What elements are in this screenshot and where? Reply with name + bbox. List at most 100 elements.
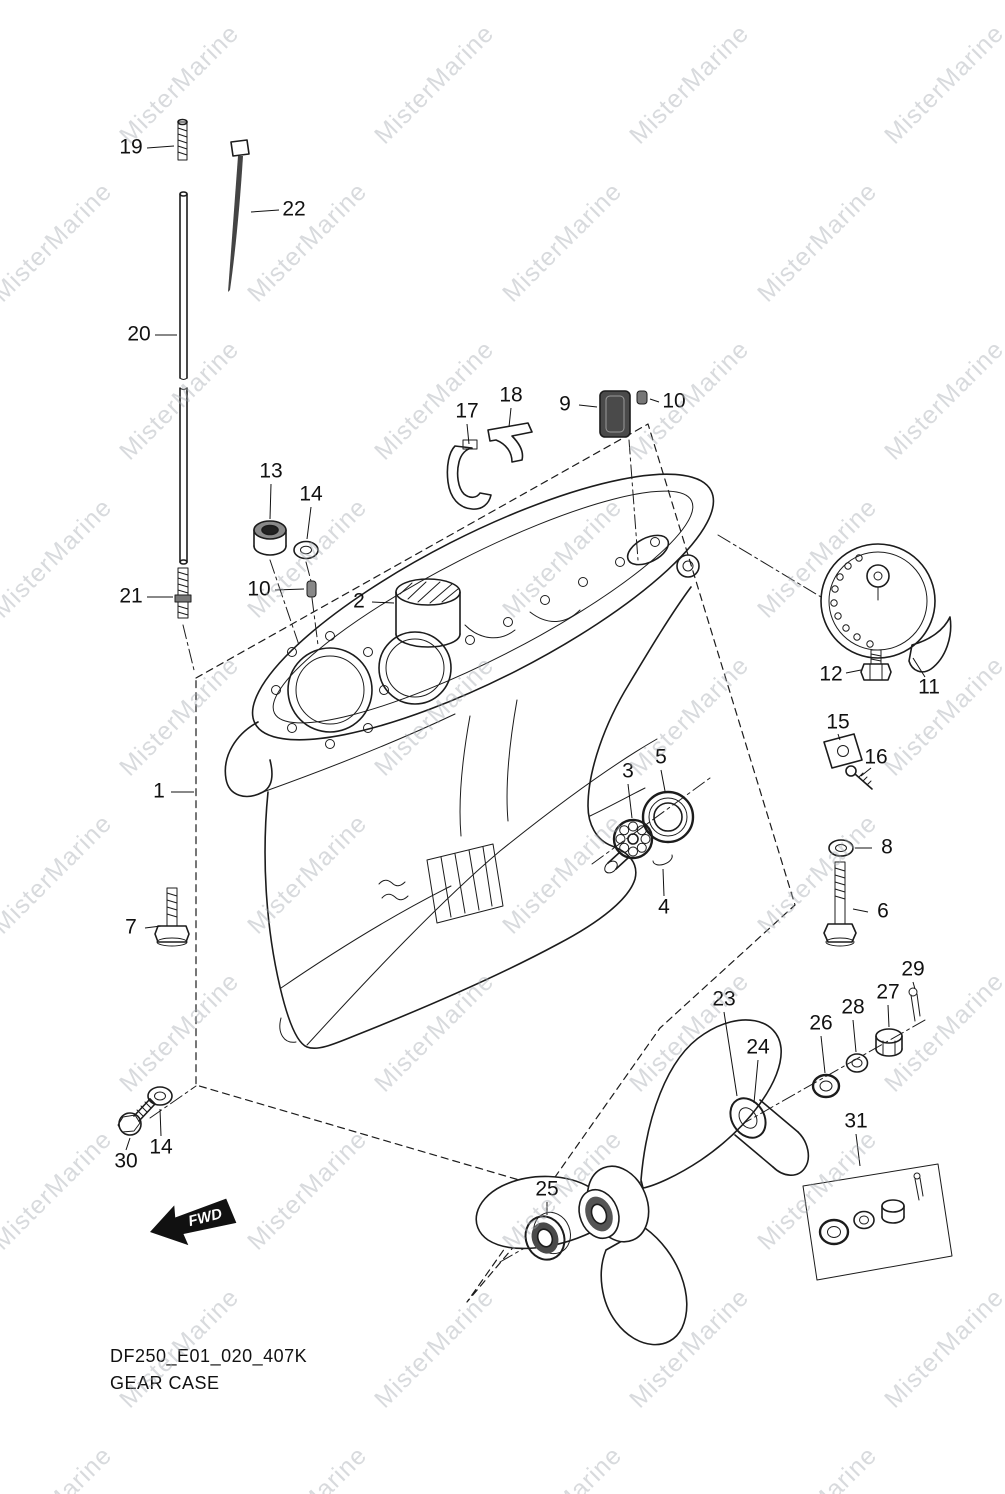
leader-line-22 xyxy=(250,209,280,213)
callout-29: 29 xyxy=(901,958,924,981)
callout-24: 24 xyxy=(746,1036,770,1059)
bolt-12 xyxy=(860,649,892,681)
propeller-blade xyxy=(640,1019,782,1189)
leader-line-28 xyxy=(852,1019,857,1053)
bushing-13 xyxy=(253,520,287,556)
callout-1: 1 xyxy=(153,780,165,803)
threaded-stud-21 xyxy=(174,567,192,619)
fwd-arrow: FWD xyxy=(150,1198,237,1246)
pin-10-top xyxy=(636,390,648,405)
callout-30: 30 xyxy=(114,1150,137,1173)
callout-22: 22 xyxy=(282,198,305,221)
callout-26: 26 xyxy=(809,1012,832,1035)
diagram-artwork: FWD xyxy=(117,118,953,1346)
cap-9 xyxy=(599,390,631,438)
callout-16: 16 xyxy=(864,746,887,769)
leader-line-14 xyxy=(159,1108,162,1137)
callout-4: 4 xyxy=(658,896,670,919)
diagram-code: DF250_E01_020_407K xyxy=(110,1346,307,1367)
washer-8 xyxy=(828,839,854,857)
callout-13: 13 xyxy=(259,460,282,483)
leader-line-31 xyxy=(855,1133,861,1167)
callout-27: 27 xyxy=(876,981,899,1004)
pin-10-mid xyxy=(306,580,317,598)
bolt-30 xyxy=(117,1098,156,1136)
callout-7: 7 xyxy=(125,916,137,939)
leader-line-13 xyxy=(269,483,272,520)
leader-line-7 xyxy=(144,925,162,929)
leader-line-6 xyxy=(852,908,869,913)
bearing-race-5 xyxy=(641,790,695,844)
castle-nut-27 xyxy=(875,1028,903,1057)
leader-line-14 xyxy=(306,506,312,540)
water-tube-clamp-17 xyxy=(446,439,492,510)
dashed-boundary-box xyxy=(195,423,796,1303)
propeller-blade xyxy=(600,1227,688,1346)
leader-line-23 xyxy=(723,1011,738,1097)
callout-28: 28 xyxy=(841,996,864,1019)
callout-20: 20 xyxy=(127,323,150,346)
cotter-pin-29 xyxy=(908,987,921,1022)
leader-line-12 xyxy=(845,669,862,674)
callout-9: 9 xyxy=(559,393,571,416)
driveshaft-rod-20 xyxy=(179,191,188,565)
leader-line-2 xyxy=(371,601,395,604)
leader-line-26 xyxy=(820,1035,826,1074)
callout-15: 15 xyxy=(826,711,849,734)
callout-23: 23 xyxy=(712,988,735,1011)
callout-6: 6 xyxy=(877,900,889,923)
leader-line-16 xyxy=(860,767,872,777)
bolt-6 xyxy=(823,861,857,947)
leader-line-10 xyxy=(274,588,305,591)
washer-14-lower xyxy=(147,1086,173,1106)
leader-line-24 xyxy=(753,1059,759,1104)
washer-26 xyxy=(811,1073,841,1099)
leader-line-11 xyxy=(912,657,926,678)
leader-line-17 xyxy=(466,423,470,445)
callout-21: 21 xyxy=(119,585,142,608)
callout-14: 14 xyxy=(149,1136,173,1159)
callout-14: 14 xyxy=(299,483,323,506)
callout-19: 19 xyxy=(119,136,142,159)
callout-18: 18 xyxy=(499,384,522,407)
callout-17: 17 xyxy=(455,400,478,423)
leader-line-29 xyxy=(912,981,916,990)
gear-case-housing-1 xyxy=(224,473,715,1050)
callout-10: 10 xyxy=(662,390,685,413)
washer-14-upper xyxy=(293,540,319,560)
snap-ring-4 xyxy=(652,854,673,866)
front-hub-25 xyxy=(524,1211,571,1261)
callout-11: 11 xyxy=(918,676,940,699)
roller-bearing-3 xyxy=(604,818,654,874)
leader-line-3 xyxy=(627,783,633,819)
bearing-housing-2 xyxy=(395,578,461,648)
leader-line-30 xyxy=(125,1137,131,1151)
callout-25: 25 xyxy=(535,1178,558,1201)
callout-10: 10 xyxy=(247,578,270,601)
bolt-7 xyxy=(154,887,190,947)
screw-16 xyxy=(845,765,873,790)
leader-line-5 xyxy=(660,769,666,792)
bracket-18 xyxy=(487,422,533,463)
callout-2: 2 xyxy=(353,590,365,613)
leader-line-10 xyxy=(649,398,660,403)
cable-tie-22 xyxy=(228,139,250,292)
leader-line-4 xyxy=(662,868,665,897)
callout-5: 5 xyxy=(655,746,667,769)
leader-line-19 xyxy=(146,145,175,149)
callout-12: 12 xyxy=(819,663,842,686)
leader-line-15 xyxy=(837,733,841,741)
diagram-title: GEAR CASE xyxy=(110,1373,220,1393)
spacer-sleeve-24 xyxy=(729,1097,810,1176)
leader-line-18 xyxy=(508,407,512,428)
callout-3: 3 xyxy=(622,760,634,783)
leader-line-9 xyxy=(578,404,598,408)
callout-31: 31 xyxy=(844,1110,867,1133)
callout-8: 8 xyxy=(881,836,893,859)
washer-28 xyxy=(845,1053,869,1073)
propeller xyxy=(475,1019,782,1346)
clamp-block-15 xyxy=(823,733,863,769)
